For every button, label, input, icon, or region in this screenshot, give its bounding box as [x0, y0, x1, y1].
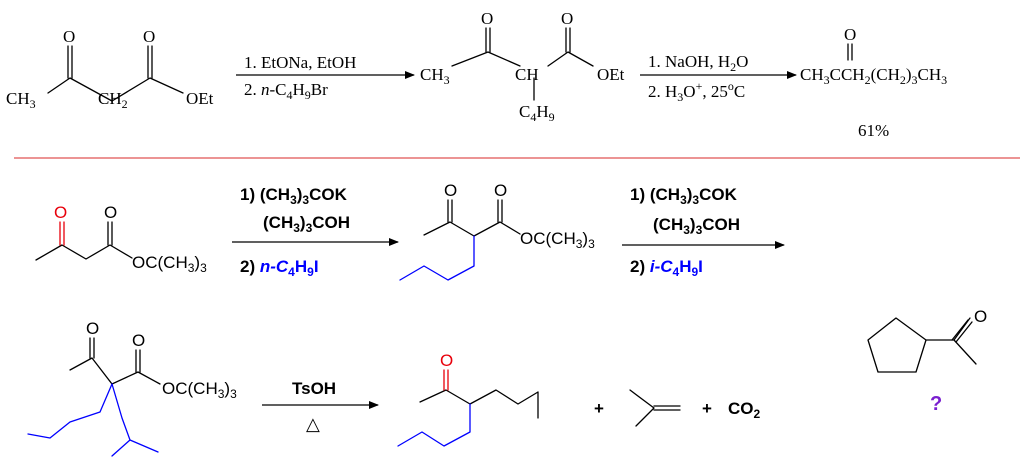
top-step1-line1: 1. EtONa, EtOH [244, 53, 356, 72]
top-intermediate-butyl: C4H9 [519, 102, 555, 124]
bottom-dialkyl-tbutoxy: OC(CH3)3 [162, 379, 237, 401]
bottom-reactant-tbutoxy: OC(CH3)3 [132, 253, 207, 275]
bottom-intermediate-oxygen-2: O [494, 181, 507, 200]
top-intermediate-oxygen-1: O [481, 9, 493, 28]
bottom-step3-reagent: TsOH [292, 379, 336, 398]
bottom-co2: CO2 [728, 399, 761, 421]
bottom-step1-line1: 1) (CH3)3COK [240, 185, 348, 207]
top-step2-line1: 1. NaOH, H2O [648, 52, 748, 74]
top-product-yield: 61% [858, 121, 889, 140]
top-reactant-methyl: CH3 [6, 89, 36, 111]
bottom-reactant-tbutyl-acetoacetate: O O OC(CH3)3 [35, 203, 207, 275]
bottom-step2-conditions: 1) (CH3)3COK (CH3)3COH 2) i-C4H9I [622, 185, 785, 279]
top-product-oxygen: O [844, 25, 856, 44]
bottom-step1-line2: (CH3)3COH [263, 213, 350, 235]
bottom-step1-line3: 2) n-C4H9I [240, 257, 319, 279]
bottom-step2-line2: (CH3)3COH [653, 215, 740, 237]
top-product-2-heptanone: O CH3CCH2(CH2)3CH3 61% [800, 25, 947, 140]
target-oxygen: O [974, 307, 987, 326]
top-intermediate-methine: CH [515, 65, 539, 84]
top-step1-line2: 2. n-C4H9Br [244, 80, 328, 102]
target-question-mark: ? [930, 393, 942, 415]
bottom-intermediate-monoalkylated: O O OC(CH3)3 [399, 181, 595, 281]
bottom-product-ketone: O [397, 351, 539, 447]
bottom-step3-conditions: TsOH △ [262, 379, 379, 434]
bottom-step3-heat-symbol: △ [306, 414, 320, 434]
top-reactant-oxygen-2: O [143, 27, 155, 46]
bottom-dialkylated-ester: O O OC(CH3)3 [27, 319, 237, 457]
top-step2-line2: 2. H3O+, 25oC [648, 79, 745, 104]
bottom-step2-line1: 1) (CH3)3COK [630, 185, 738, 207]
bottom-product-oxygen: O [440, 351, 453, 370]
top-reactant-acetoacetic-ester: O O CH3 CH2 OEt [6, 27, 214, 111]
top-step2-conditions: 1. NaOH, H2O 2. H3O+, 25oC [640, 52, 797, 104]
target-cyclopentyl-methyl-ketone: O ? [867, 307, 987, 415]
top-reactant-ethoxy: OEt [186, 89, 214, 108]
bottom-intermediate-tbutoxy: OC(CH3)3 [520, 229, 595, 251]
bottom-plus-1: + [594, 399, 604, 418]
top-reactant-oxygen-1: O [63, 27, 75, 46]
bottom-isobutylene [629, 389, 681, 427]
bottom-plus-2: + [702, 399, 712, 418]
top-intermediate-oxygen-2: O [561, 9, 573, 28]
top-reactant-methylene: CH2 [98, 89, 128, 111]
bottom-reactant-ketone-oxygen: O [54, 203, 67, 222]
bottom-step2-line3: 2) i-C4H9I [630, 257, 703, 279]
bottom-intermediate-oxygen-1: O [444, 181, 457, 200]
top-intermediate-methyl: CH3 [420, 65, 450, 87]
bottom-reactant-ester-oxygen: O [104, 203, 117, 222]
top-step1-conditions: 1. EtONa, EtOH 2. n-C4H9Br [236, 53, 415, 102]
top-intermediate-ethoxy: OEt [597, 65, 625, 84]
bottom-dialkyl-oxygen-2: O [132, 331, 145, 350]
bottom-step1-conditions: 1) (CH3)3COK (CH3)3COH 2) n-C4H9I [232, 185, 399, 279]
top-product-formula: CH3CCH2(CH2)3CH3 [800, 65, 947, 87]
top-intermediate-alkylated-ester: O O CH3 CH OEt C4H9 [420, 9, 625, 124]
bottom-dialkyl-oxygen-1: O [86, 319, 99, 338]
